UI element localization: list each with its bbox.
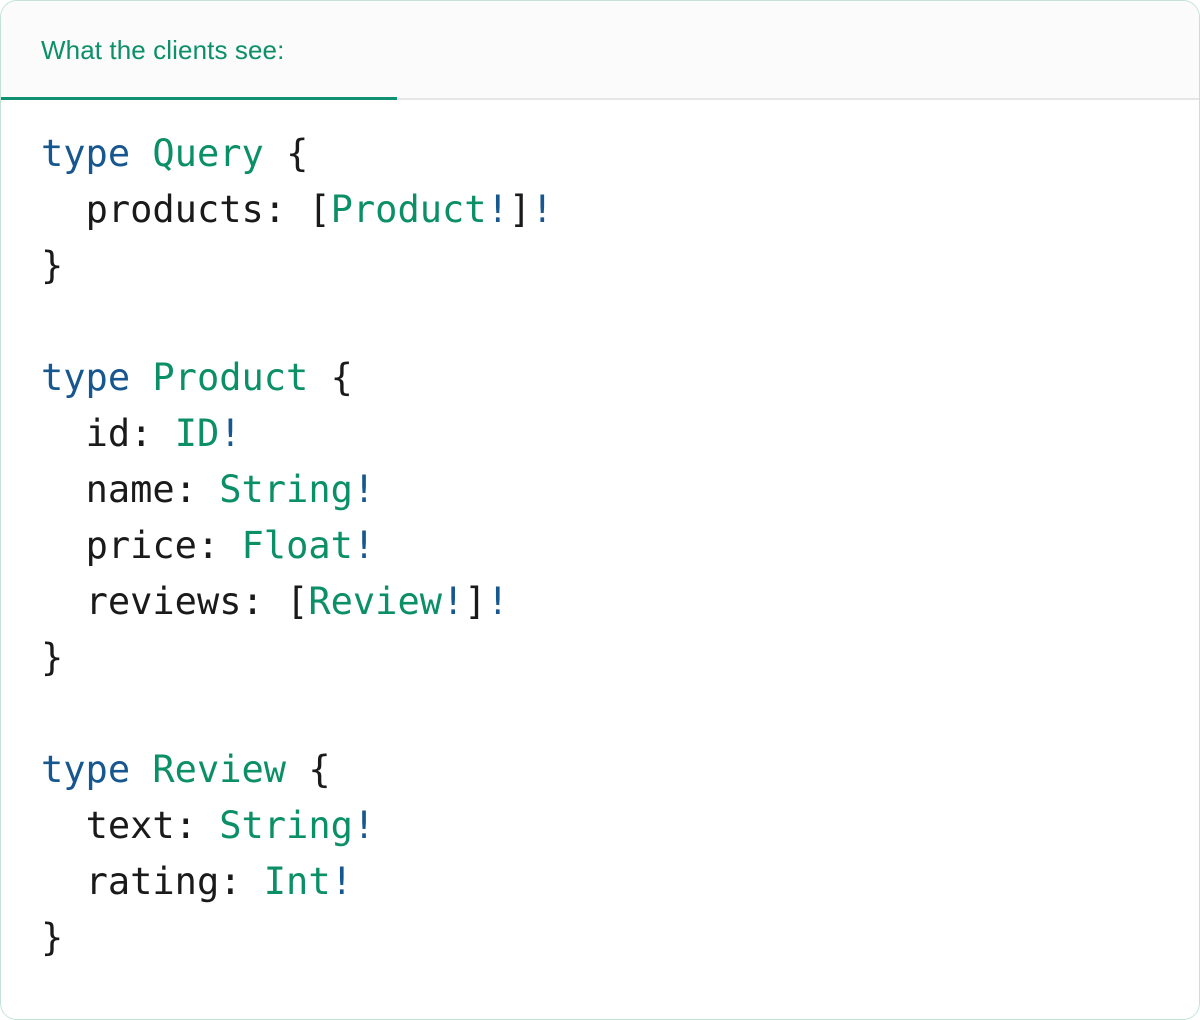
token-type-ref: Product xyxy=(330,188,487,231)
code-panel: type Query { products: [Product!]!} type… xyxy=(1,100,1199,1019)
token-type-ref: Float xyxy=(241,524,353,567)
token-type-name: Review xyxy=(152,748,287,791)
token-field-name: rating xyxy=(85,860,220,903)
token-field-name: name xyxy=(85,468,175,511)
token-non-null: ! xyxy=(219,412,242,455)
token-type-ref: ID xyxy=(174,412,220,455)
tab-label: What the clients see: xyxy=(41,35,285,65)
token-brace: } xyxy=(41,636,64,679)
token-type-name: Query xyxy=(152,132,264,175)
token-non-null: ! xyxy=(486,580,509,623)
token-colon: : xyxy=(241,580,264,623)
token-keyword: type xyxy=(41,356,131,399)
code-line: name: String! xyxy=(41,462,1199,518)
token-field-name: price xyxy=(85,524,197,567)
code-line: price: Float! xyxy=(41,518,1199,574)
token-non-null: ! xyxy=(531,188,554,231)
code-line: } xyxy=(41,910,1199,966)
token-bracket: [ xyxy=(308,188,331,231)
code-line: products: [Product!]! xyxy=(41,182,1199,238)
token-keyword: type xyxy=(41,132,131,175)
token-field-name: id xyxy=(85,412,131,455)
token-brace: { xyxy=(308,748,331,791)
code-line: text: String! xyxy=(41,798,1199,854)
token-non-null: ! xyxy=(486,188,509,231)
code-line: type Product { xyxy=(41,350,1199,406)
token-non-null: ! xyxy=(442,580,465,623)
tab-what-the-clients-see[interactable]: What the clients see: xyxy=(1,1,397,100)
token-field-name: products xyxy=(85,188,264,231)
token-non-null: ! xyxy=(352,468,376,511)
token-colon: : xyxy=(263,188,287,231)
code-line: id: ID! xyxy=(41,406,1199,462)
token-type-ref: String xyxy=(219,804,353,847)
code-line: } xyxy=(41,630,1199,686)
token-type-ref: Int xyxy=(263,860,331,903)
token-non-null: ! xyxy=(352,804,376,847)
token-type-name: Product xyxy=(152,356,309,399)
active-tab-indicator xyxy=(1,97,397,100)
token-type-ref: String xyxy=(219,468,353,511)
code-line-blank xyxy=(41,294,1199,350)
graphql-schema-code[interactable]: type Query { products: [Product!]!} type… xyxy=(1,126,1199,966)
code-line: type Review { xyxy=(41,742,1199,798)
token-brace: } xyxy=(41,916,64,959)
token-brace: { xyxy=(330,356,353,399)
token-bracket: ] xyxy=(508,188,532,231)
token-keyword: type xyxy=(41,748,131,791)
token-colon: : xyxy=(174,468,197,511)
code-line: rating: Int! xyxy=(41,854,1199,910)
tab-strip: What the clients see: xyxy=(1,1,1199,100)
token-brace: } xyxy=(41,244,64,287)
code-line: } xyxy=(41,238,1199,294)
code-line: type Query { xyxy=(41,126,1199,182)
token-non-null: ! xyxy=(352,524,376,567)
token-colon: : xyxy=(219,860,242,903)
token-colon: : xyxy=(130,412,153,455)
token-bracket: ] xyxy=(464,580,487,623)
token-field-name: reviews xyxy=(85,580,242,623)
token-type-ref: Review xyxy=(308,580,442,623)
token-bracket: [ xyxy=(286,580,309,623)
token-non-null: ! xyxy=(330,860,353,903)
code-line-blank xyxy=(41,686,1199,742)
token-colon: : xyxy=(174,804,197,847)
token-brace: { xyxy=(286,132,309,175)
token-colon: : xyxy=(196,524,220,567)
code-line: reviews: [Review!]! xyxy=(41,574,1199,630)
token-field-name: text xyxy=(85,804,175,847)
